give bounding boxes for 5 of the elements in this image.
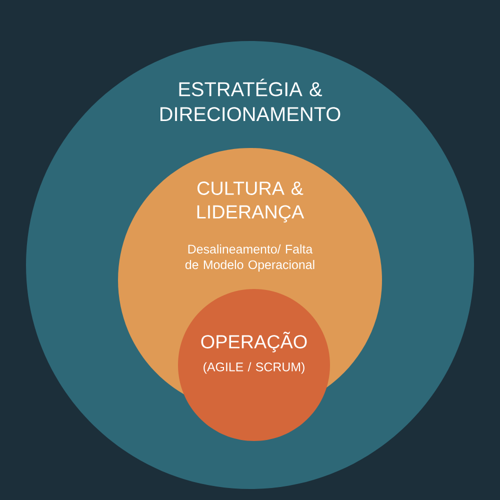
subtitle: Desalineamento/ Falta de Modelo Operacional [185, 244, 314, 272]
heading: ESTRATÉGIA & DIRECIONAMENTO [160, 78, 340, 122]
subtitle: (AGILE / SCRUM) [204, 362, 304, 374]
heading: OPERAÇÃO [201, 332, 307, 352]
heading: CULTURA & LIDERANÇA [197, 182, 304, 222]
